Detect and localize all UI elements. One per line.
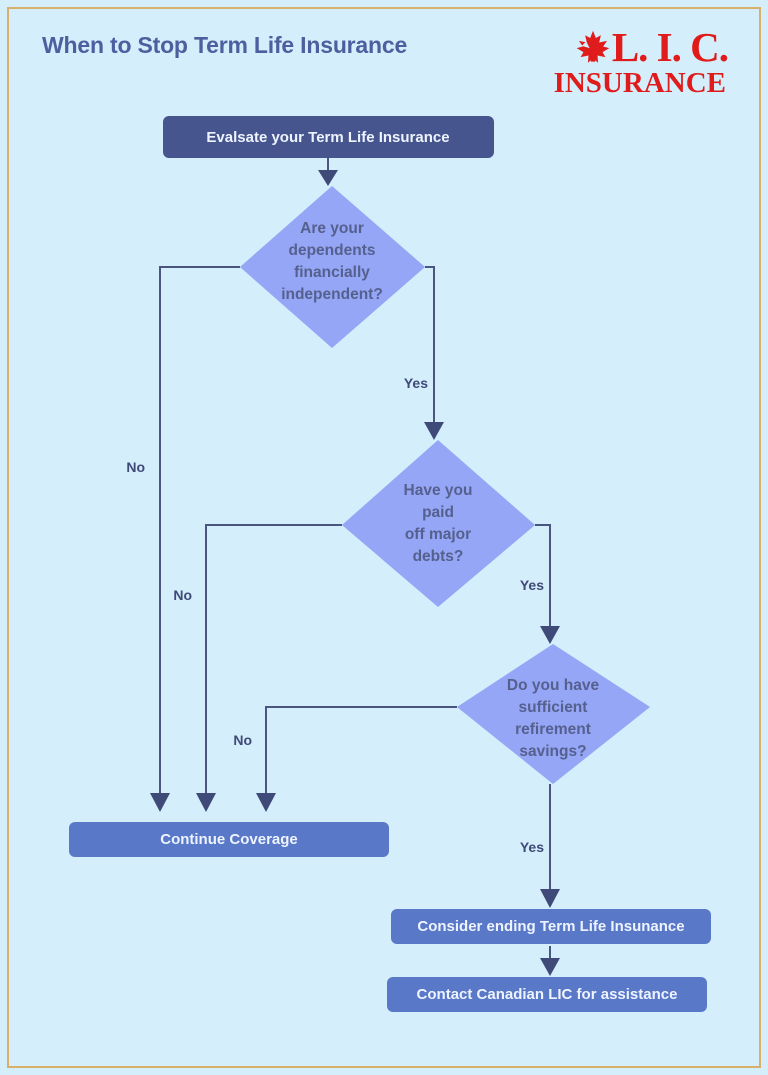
edge-label-no-2: No (173, 587, 192, 603)
decision-2-line-1: Have you (404, 482, 473, 499)
page-title: When to Stop Term Life Insurance (42, 32, 408, 58)
edge-debts-yes: Yes (520, 524, 560, 644)
decision-2-line-3: off major (405, 526, 471, 543)
decision-3-line-1: Do you have (507, 677, 600, 694)
decision-1-line-3: financially (294, 264, 370, 281)
edge-label-no-1: No (126, 459, 145, 475)
decision-3-line-4: savings? (519, 743, 586, 760)
node-decision-retirement[interactable]: Do you have sufficient refirement saving… (457, 644, 650, 784)
logo-letters: L. I. C. (611, 23, 729, 70)
edge-label-no-3: No (233, 732, 252, 748)
node-start[interactable]: Evalsate your Term Life Insurance (163, 116, 494, 158)
logo-top-row: L. I. C. (548, 23, 729, 70)
node-start-label: Evalsate your Term Life Insurance (206, 129, 449, 146)
decision-3-line-2: sufficient (519, 699, 588, 716)
maple-leaf-icon (575, 29, 611, 65)
node-contact-lic-label: Contact Canadian LIC for assistance (417, 986, 678, 1003)
edge-start-to-dependents (318, 158, 338, 186)
node-continue-coverage-label: Continue Coverage (160, 831, 298, 848)
edge-label-yes-2: Yes (520, 577, 544, 593)
edge-debts-no: No (173, 524, 342, 812)
edge-retirement-yes: Yes (520, 784, 560, 908)
node-decision-debts[interactable]: Have you paid off major debts? (342, 440, 535, 607)
decision-2-line-4: debts? (413, 548, 464, 565)
decision-2-line-2: paid (422, 504, 454, 521)
edge-label-yes-3: Yes (520, 839, 544, 855)
logo-word: INSURANCE (553, 67, 726, 99)
decision-1-line-1: Are your (300, 220, 364, 237)
edge-dependents-no: No (126, 266, 240, 812)
node-contact-lic[interactable]: Contact Canadian LIC for assistance (387, 977, 707, 1012)
node-decision-dependents[interactable]: Are your dependents financially independ… (240, 186, 425, 348)
edge-dependents-yes: Yes (404, 266, 444, 440)
brand-logo: L. I. C. INSURANCE (548, 23, 729, 99)
node-continue-coverage[interactable]: Continue Coverage (69, 822, 389, 857)
node-consider-ending[interactable]: Consider ending Term Life Insunance (391, 909, 711, 944)
node-consider-ending-label: Consider ending Term Life Insunance (417, 918, 684, 935)
edge-label-yes-1: Yes (404, 375, 428, 391)
decision-1-line-4: independent? (281, 286, 383, 303)
edge-retirement-no: No (233, 706, 457, 812)
edge-consider-to-contact (540, 946, 560, 976)
decision-3-line-3: refirement (515, 721, 591, 738)
decision-1-line-2: dependents (289, 242, 376, 259)
